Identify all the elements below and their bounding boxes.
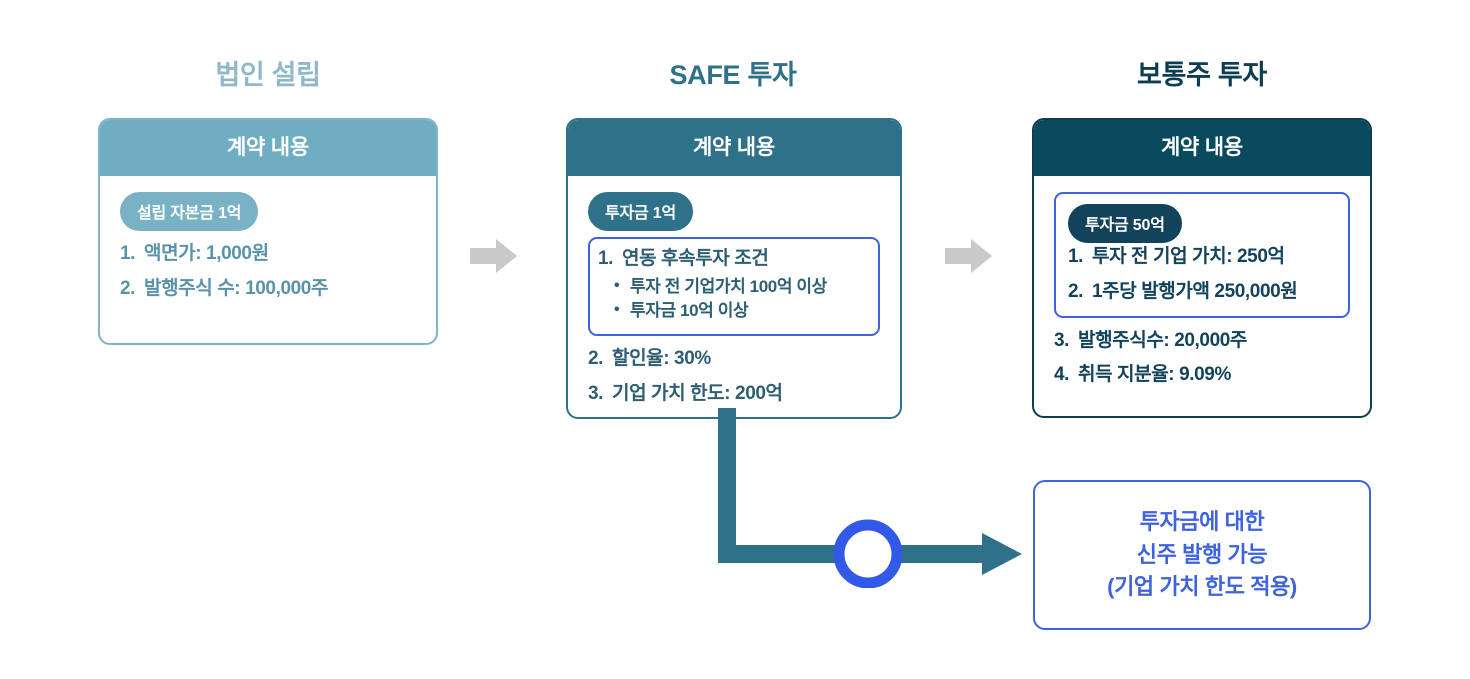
sublist-follow-on-conditions: 투자 전 기업가치 100억 이상 투자금 10억 이상 — [598, 274, 868, 324]
card-common-stock-investment: 계약 내용 투자금 50억 1. 투자 전 기업 가치: 250억 2. 1주당… — [1032, 118, 1372, 418]
list-item-text: 기업 가치 한도: 200억 — [612, 382, 783, 404]
list-safe-terms: 2. 할인율: 30% 3. 기업 가치 한도: 200억 — [588, 347, 880, 406]
card-header-incorporation: 계약 내용 — [100, 120, 436, 176]
list-incorporation-terms: 1. 액면가: 1,000원 2. 발행주식 수: 100,000주 — [120, 242, 416, 301]
list-item: 2. 1주당 발행가액 250,000원 — [1068, 280, 1338, 304]
note-text: 투자금에 대한 신주 발행 가능 (기업 가치 한도 적용) — [1107, 506, 1297, 604]
list-item-text: 취득 지분율: 9.09% — [1078, 364, 1231, 386]
list-item-text: 연동 후속투자 조건 — [622, 248, 769, 269]
list-item: 2. 할인율: 30% — [588, 347, 880, 371]
card-body-incorporation: 설립 자본금 1억 1. 액면가: 1,000원 2. 발행주식 수: 100,… — [100, 176, 436, 319]
list-item-number: 1. — [598, 248, 614, 269]
column-title-common-stock-investment: 보통주 투자 — [1137, 60, 1267, 90]
list-common-stock-terms: 3. 발행주식수: 20,000주 4. 취득 지분율: 9.09% — [1054, 329, 1350, 388]
list-item-text: 1주당 발행가액 250,000원 — [1092, 280, 1298, 302]
list-item: 2. 발행주식 수: 100,000주 — [120, 277, 416, 301]
badge-investment-amount: 투자금 50억 — [1068, 204, 1182, 243]
list-item: 4. 취득 지분율: 9.09% — [1054, 363, 1350, 387]
card-body-common-stock-investment: 투자금 50억 1. 투자 전 기업 가치: 250억 2. 1주당 발행가액 … — [1034, 176, 1370, 405]
badge-investment-amount: 투자금 1억 — [588, 192, 694, 231]
list-item-number: 2. — [1068, 280, 1084, 302]
sublist-item: 투자금 10억 이상 — [614, 298, 868, 324]
list-item-text: 할인율: 30% — [612, 348, 711, 370]
badge-founding-capital: 설립 자본금 1억 — [120, 192, 259, 231]
note-line-2: 신주 발행 가능 — [1136, 541, 1268, 567]
column-title-incorporation: 법인 설립 — [215, 60, 321, 90]
list-item: 1. 액면가: 1,000원 — [120, 242, 416, 266]
list-item-number: 2. — [588, 348, 604, 370]
flow-arrow-icon — [945, 238, 993, 274]
highlight-frame-valuation: 투자금 50억 1. 투자 전 기업 가치: 250억 2. 1주당 발행가액 … — [1054, 192, 1350, 318]
list-item-number: 2. — [120, 277, 136, 299]
sublist-item: 투자 전 기업가치 100억 이상 — [614, 274, 868, 300]
list-valuation-terms: 1. 투자 전 기업 가치: 250억 2. 1주당 발행가액 250,000원 — [1068, 245, 1338, 304]
list-item: 1. 연동 후속투자 조건 — [598, 247, 868, 271]
list-item: 3. 기업 가치 한도: 200억 — [588, 382, 880, 406]
note-line-3: (기업 가치 한도 적용) — [1107, 574, 1297, 600]
card-safe-investment: 계약 내용 투자금 1억 1. 연동 후속투자 조건 투자 전 기업가치 100… — [566, 118, 902, 419]
note-box-new-share-issuance: 투자금에 대한 신주 발행 가능 (기업 가치 한도 적용) — [1033, 480, 1371, 630]
list-item-text: 액면가: 1,000원 — [144, 243, 269, 264]
list-item-number: 1. — [1068, 246, 1084, 267]
card-header-safe-investment: 계약 내용 — [568, 120, 900, 176]
list-follow-on-conditions: 1. 연동 후속투자 조건 — [598, 247, 868, 271]
card-header-common-stock-investment: 계약 내용 — [1034, 120, 1370, 176]
card-body-safe-investment: 투자금 1억 1. 연동 후속투자 조건 투자 전 기업가치 100억 이상 투… — [568, 176, 900, 417]
list-item: 3. 발행주식수: 20,000주 — [1054, 329, 1350, 353]
list-item-text: 투자 전 기업 가치: 250억 — [1092, 246, 1285, 267]
list-item-text: 발행주식 수: 100,000주 — [144, 277, 329, 299]
flow-arrow-icon — [470, 238, 518, 274]
elbow-connector — [660, 408, 1030, 589]
list-item-number: 1. — [120, 243, 136, 264]
list-item-number: 4. — [1054, 364, 1070, 386]
highlight-frame-follow-on-conditions: 1. 연동 후속투자 조건 투자 전 기업가치 100억 이상 투자금 10억 … — [588, 237, 880, 337]
list-item-number: 3. — [588, 382, 604, 404]
list-item-number: 3. — [1054, 329, 1070, 351]
card-incorporation: 계약 내용 설립 자본금 1억 1. 액면가: 1,000원 2. 발행주식 수… — [98, 118, 438, 345]
list-item-text: 발행주식수: 20,000주 — [1078, 329, 1247, 351]
note-line-1: 투자금에 대한 — [1139, 509, 1265, 535]
column-title-safe-investment: SAFE 투자 — [669, 60, 797, 90]
list-item: 1. 투자 전 기업 가치: 250억 — [1068, 245, 1338, 269]
